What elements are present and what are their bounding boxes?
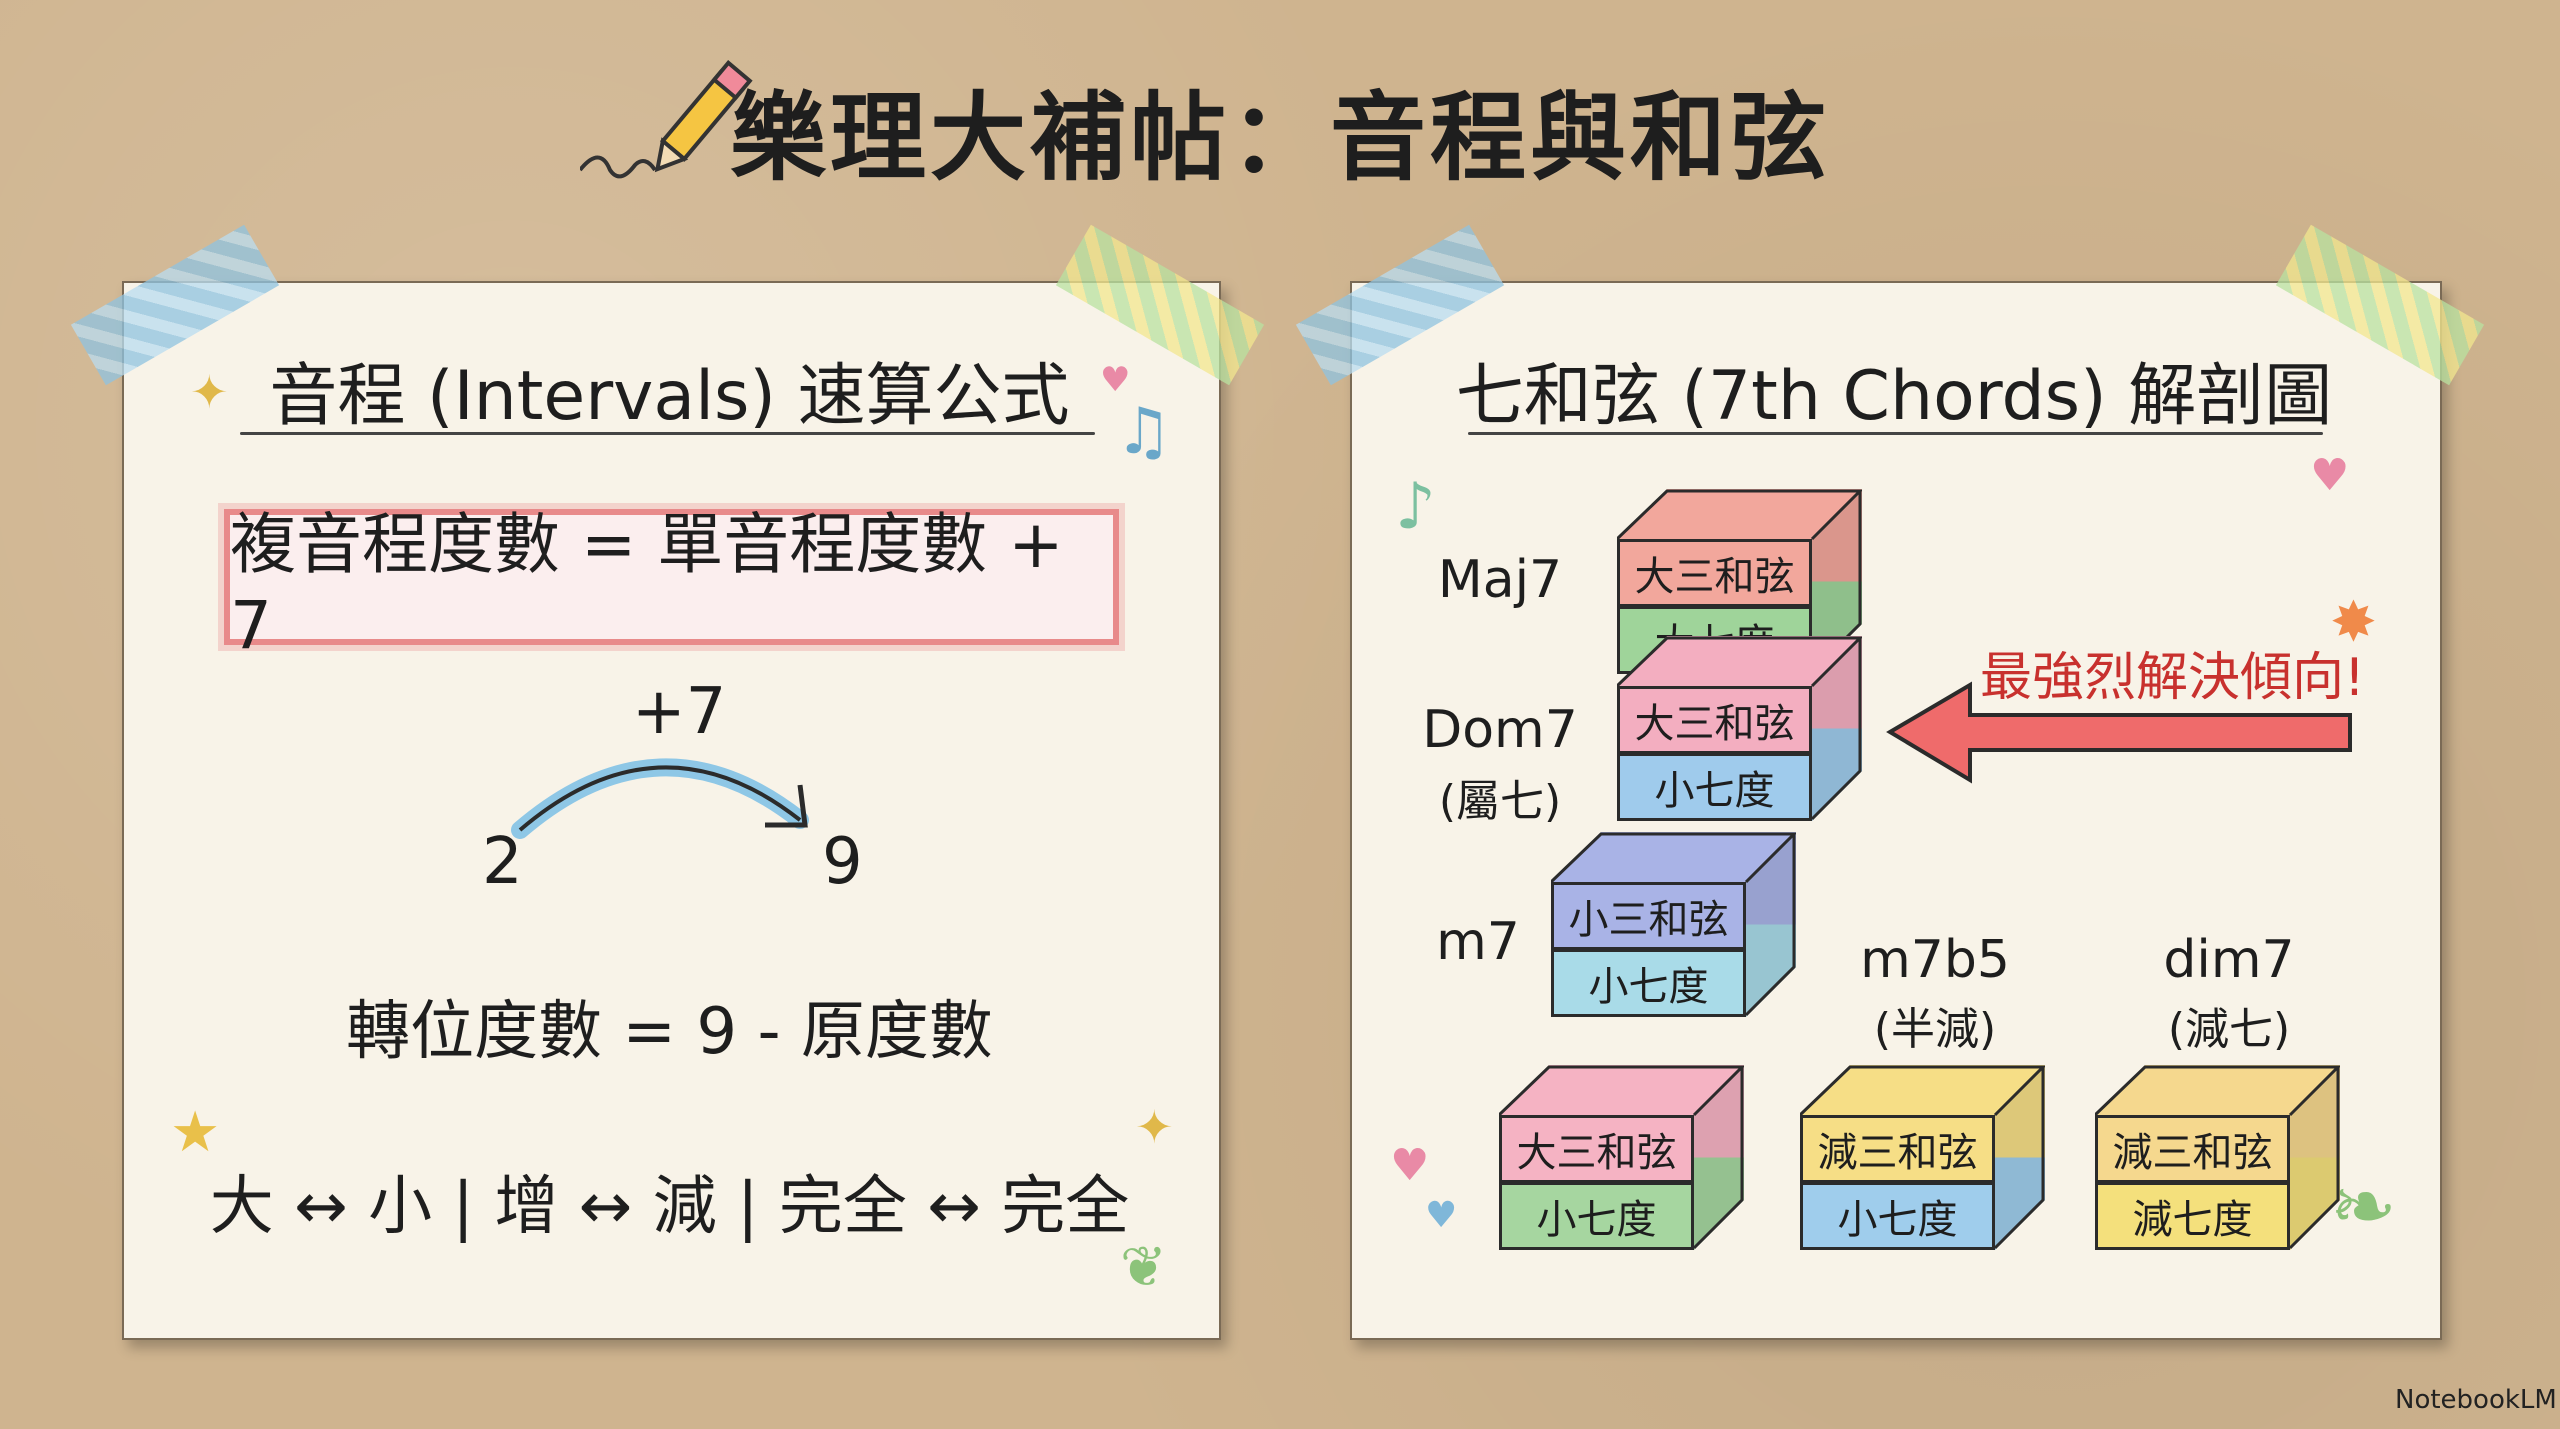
chord-label-m7b5: m7b5	[1860, 930, 2010, 990]
chord-sublabel-dom7: (屬七)	[1438, 776, 1562, 827]
block-seventh: 小七度	[1617, 753, 1812, 821]
resolution-arrow	[1886, 681, 2352, 784]
block-seventh: 小七度	[1499, 1182, 1694, 1250]
chord-label-dim7: dim7	[2163, 930, 2295, 990]
leaf-icon: ❦	[1120, 1235, 1167, 1300]
sparkle-icon: ✦	[190, 365, 229, 419]
simple-interval-number: 2	[482, 825, 523, 899]
block-triad: 減三和弦	[1800, 1115, 1995, 1183]
leaf-branch-icon: ❧	[2330, 1160, 2398, 1253]
chord-block: 大三和弦 小七度	[1617, 636, 1862, 821]
block-triad: 大三和弦	[1499, 1115, 1694, 1183]
arc-arrow	[511, 758, 809, 839]
block-triad: 減三和弦	[2095, 1115, 2290, 1183]
block-triad: 大三和弦	[1617, 686, 1812, 754]
music-note-icon: ♪	[1395, 470, 1436, 544]
block-outline	[1800, 1065, 2045, 1250]
chord-block: 減三和弦 小七度	[1800, 1065, 2045, 1250]
chord-label-maj7: Maj7	[1437, 550, 1563, 610]
resolution-callout: 最強烈解決傾向!	[1980, 648, 2365, 708]
chord-label-m7: m7	[1436, 912, 1520, 972]
sparkle-icon: ✦	[1135, 1100, 1174, 1154]
heading-underline	[1468, 432, 2323, 435]
chord-block: 小三和弦 小七度	[1551, 832, 1796, 1017]
seventh-chords-heading: 七和弦 (7th Chords) 解剖圖	[1455, 357, 2333, 436]
chord-label-dom7: Dom7	[1422, 700, 1578, 760]
music-note-icon: ♫	[1115, 395, 1173, 469]
heart-icon: ♥	[2310, 450, 2350, 501]
block-seventh: 小七度	[1800, 1182, 1995, 1250]
compound-interval-number: 9	[822, 825, 863, 899]
block-seventh: 小七度	[1551, 949, 1746, 1017]
block-triad: 小三和弦	[1551, 882, 1746, 950]
block-outline	[2095, 1065, 2340, 1250]
chord-block: 減三和弦 減七度	[2095, 1065, 2340, 1250]
inversion-formula: 轉位度數 = 9 - 原度數	[346, 995, 993, 1069]
chord-sublabel-dim7: (減七)	[2167, 1004, 2291, 1055]
star-icon: ★	[170, 1100, 221, 1165]
block-outline	[1617, 636, 1862, 821]
heart-icon: ♥	[1100, 360, 1131, 400]
burst-icon: ✸	[2330, 590, 2377, 655]
block-triad: 大三和弦	[1617, 539, 1812, 607]
heart-icon: ♥	[1390, 1140, 1430, 1191]
arc-label: +7	[632, 675, 727, 749]
heading-underline	[240, 432, 1095, 435]
page-title: 樂理大補帖：音程與和弦	[730, 82, 1830, 194]
compound-interval-formula: 複音程度數 = 單音程度數 + 7	[224, 506, 1119, 664]
inversion-pairs: 大 ↔ 小 | 增 ↔ 減 | 完全 ↔ 完全	[209, 1170, 1130, 1244]
block-outline	[1499, 1065, 1744, 1250]
heart-icon: ♥	[1425, 1195, 1458, 1236]
intervals-heading: 音程 (Intervals) 速算公式	[269, 357, 1070, 436]
pencil-icon	[580, 60, 753, 179]
block-outline	[1551, 832, 1796, 1017]
notebooklm-logo: NotebookLM	[2395, 1385, 2557, 1415]
block-seventh: 減七度	[2095, 1182, 2290, 1250]
intervals-card	[122, 281, 1221, 1340]
chord-block: 大三和弦 小七度	[1499, 1065, 1744, 1250]
chord-sublabel-m7b5: (半減)	[1873, 1004, 1997, 1055]
